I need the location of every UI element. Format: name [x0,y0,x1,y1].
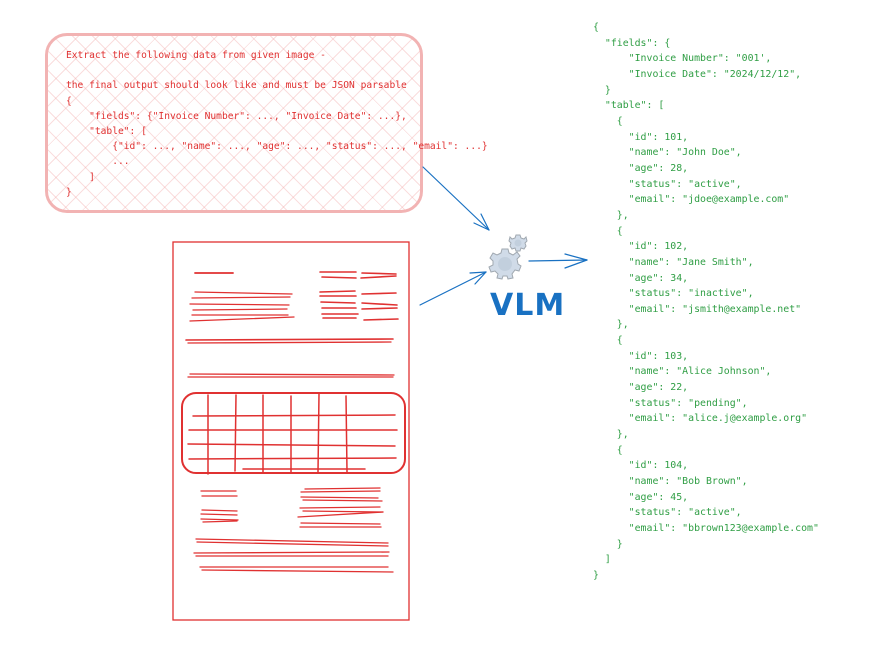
prompt-line: "table": [ [89,126,147,138]
json-line: "status": "active", [628,507,742,519]
json-line: "name": "Bob Brown", [628,476,748,488]
json-line: "email": "jsmith@example.net" [628,303,802,315]
notes-lines [193,538,394,573]
json-line: } [604,84,611,96]
arrow-prompt-to-vlm [422,166,490,231]
arrows [419,166,588,306]
json-line: "id": 102, [628,241,689,253]
invoice-document-sketch [172,241,410,621]
arrow-document-to-vlm [419,271,487,306]
gears-icon [488,234,528,280]
json-line: "email": "jdoe@example.com" [628,194,790,206]
address-lines [189,291,295,322]
json-line: "table": [ [604,100,665,112]
header-right-lines [319,271,399,321]
json-line: "name": "Alice Johnson", [628,366,772,378]
totals-right-lines [297,487,384,528]
json-line: "fields": { [604,37,671,49]
json-line: }, [616,209,629,221]
json-line: } [616,538,623,550]
json-output: { "fields": { "Invoice Number": "001', "… [593,20,819,584]
prompt-line: } [66,186,72,198]
json-line: "age": 34, [628,272,689,284]
json-line: { [616,444,623,456]
prompt-line: ... [112,156,130,168]
prompt-text: Extract the following data from given im… [66,48,488,200]
prompt-line: { [66,95,72,107]
json-line: "name": "John Doe", [628,147,742,159]
json-line: "Invoice Number": "001', [628,53,772,65]
json-line: } [593,569,599,581]
json-line: "age": 45, [628,491,689,503]
json-line: "age": 22, [628,382,689,394]
json-line: "status": "active", [628,178,742,190]
json-line: { [616,335,623,347]
json-line: }, [616,429,629,441]
totals-left-lines [200,490,239,523]
json-line: "id": 101, [628,131,689,143]
document-outline [172,241,410,621]
json-line: { [593,22,599,33]
prompt-line: the final output should look like and mu… [66,80,407,92]
prompt-line: ] [89,171,95,183]
json-line: "id": 103, [628,350,689,362]
table-sketch [181,392,406,475]
json-line: "id": 104, [628,460,689,472]
prompt-box [45,33,423,213]
json-line: "email": "bbrown123@example.com" [628,523,819,534]
prompt-line: Extract the following data from given im… [66,50,326,61]
arrow-vlm-to-output [528,253,588,269]
json-line: }, [616,319,629,331]
json-line: "status": "pending", [628,397,748,409]
json-line: "email": "alice.j@example.org" [628,413,808,425]
prompt-line: {"id": ..., "name": ..., "age": ..., "st… [112,141,488,153]
json-line: "status": "inactive", [628,288,754,300]
prompt-line: "fields": {"Invoice Number": ..., "Invoi… [89,110,407,122]
json-line: "age": 28, [628,162,689,174]
json-line: "Invoice Date": "2024/12/12", [628,68,802,80]
json-line: { [616,225,623,237]
json-line: { [616,115,623,127]
json-line: ] [604,554,611,566]
vlm-label: VLM [490,288,566,323]
json-line: "name": "Jane Smith", [628,256,754,268]
